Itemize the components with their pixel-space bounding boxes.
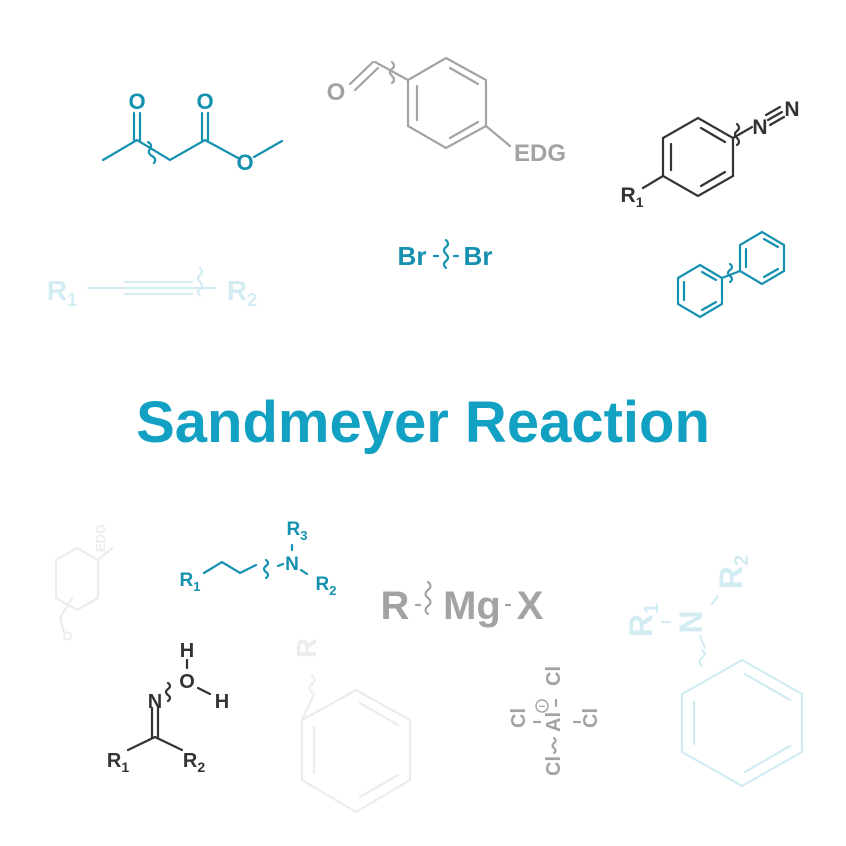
- atom-label: R1: [107, 750, 129, 775]
- oxime-structure: N O H H R1 R2: [107, 640, 229, 775]
- wavy-bond-icon: [308, 674, 316, 694]
- wavy-bond-icon: [388, 60, 396, 85]
- biphenyl-structure: [676, 230, 786, 319]
- atom-label: R1: [180, 570, 201, 594]
- aryl-amine-structure: R1 N R2: [623, 555, 804, 788]
- atom-label: N: [673, 610, 709, 633]
- atom-label: Al: [543, 712, 565, 732]
- atom-label: Cl: [508, 708, 530, 728]
- bromine-structure: Br Br: [398, 238, 493, 271]
- atom-label: N: [148, 691, 162, 713]
- atom-label: N: [752, 116, 767, 139]
- atom-label: O: [236, 150, 253, 175]
- atom-label: R1: [623, 603, 663, 637]
- atom-label: Br: [398, 241, 427, 271]
- atom-label: Mg: [443, 584, 501, 628]
- atom-label: H: [180, 640, 194, 662]
- atom-label: R2: [183, 750, 205, 775]
- wavy-bond-icon: [262, 558, 270, 580]
- wavy-bond-icon: [726, 262, 734, 284]
- faint-benzaldehyde-structure: EDG O: [54, 524, 114, 641]
- page-title: Sandmeyer Reaction: [136, 390, 710, 455]
- group-label: EDG: [93, 524, 108, 552]
- atom-label: R: [291, 638, 322, 658]
- alkyne-structure: R1 R2: [47, 266, 257, 310]
- atom-label: X: [517, 584, 544, 628]
- wavy-bond-icon: [551, 736, 557, 755]
- atom-label: O: [128, 89, 145, 114]
- atom-label: R1: [621, 184, 644, 210]
- atom-label: H: [215, 691, 229, 713]
- atom-label: Cl: [580, 708, 602, 728]
- atom-label: Cl: [543, 756, 565, 776]
- wavy-bond-icon: [424, 580, 432, 616]
- atom-label: O: [196, 89, 213, 114]
- atom-label: R3: [287, 519, 308, 543]
- atom-label: R2: [713, 555, 753, 589]
- atom-label: N: [285, 554, 299, 575]
- atom-label: N: [784, 98, 799, 121]
- tetrachloroaluminate-structure: Cl Al Cl Cl Cl −: [508, 666, 602, 776]
- atom-label: Cl: [543, 666, 565, 686]
- group-label: EDG: [514, 140, 566, 167]
- diazonium-structure: R1 N N: [621, 98, 800, 210]
- acetoacetate-structure: O O O: [101, 89, 284, 175]
- atom-label: O: [179, 671, 195, 693]
- atom-label: R2: [316, 574, 337, 598]
- wavy-bond-icon: [196, 266, 204, 298]
- atom-label: R1: [47, 275, 77, 310]
- atom-label: R2: [227, 275, 257, 310]
- amine-structure: R1 N R3 R2: [180, 519, 337, 598]
- negative-charge-icon: [535, 699, 549, 713]
- atom-label: Br: [464, 241, 493, 271]
- wavy-bond-icon: [164, 681, 172, 703]
- atom-label: R: [381, 584, 410, 628]
- charge-label: −: [539, 701, 545, 713]
- aryl-r-structure: R: [291, 638, 412, 814]
- benzaldehyde-structure: O EDG: [327, 56, 566, 167]
- atom-label: O: [327, 79, 346, 106]
- grignard-structure: R Mg X: [381, 580, 544, 628]
- atom-label: O: [60, 631, 75, 641]
- wavy-bond-icon: [146, 140, 157, 165]
- wavy-bond-icon: [698, 648, 706, 668]
- wavy-bond-icon: [733, 122, 741, 147]
- wavy-bond-icon: [442, 238, 450, 270]
